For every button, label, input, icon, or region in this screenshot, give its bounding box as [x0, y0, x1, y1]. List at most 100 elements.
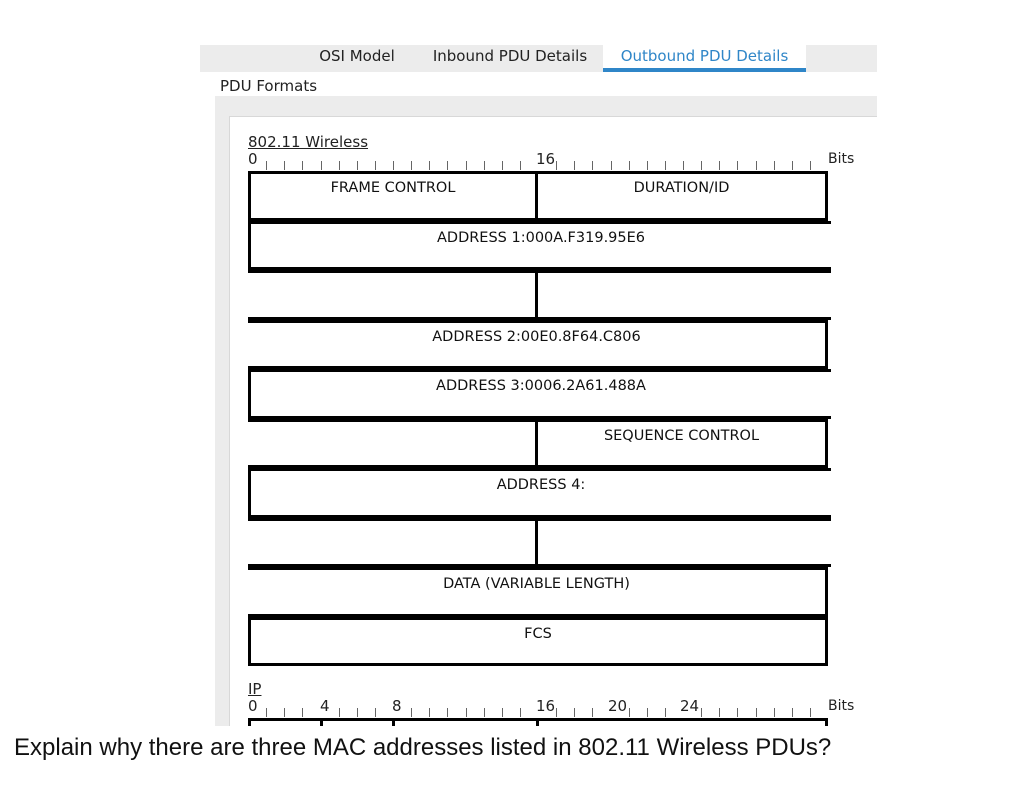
ip-ruler-label-4: 4 — [320, 697, 330, 715]
ruler-tick — [646, 708, 648, 717]
address2-start-field — [535, 270, 831, 320]
ruler-tick — [338, 708, 340, 717]
ruler-tick — [447, 161, 449, 170]
ip-total-length-field — [536, 718, 828, 726]
frame-control-label: FRAME CONTROL — [330, 180, 456, 196]
ip-ruler-label-0: 0 — [248, 697, 258, 715]
wireless-bits-label: Bits — [828, 151, 855, 167]
ip-bits-label: Bits — [828, 698, 855, 714]
ip-ihl-field — [320, 718, 392, 726]
ruler-tick — [755, 161, 757, 170]
ruler-tick — [501, 708, 503, 717]
ruler-tick — [302, 161, 304, 170]
ruler-tick — [791, 708, 793, 717]
ruler-tick — [556, 708, 558, 717]
ruler-tick — [646, 161, 648, 170]
pdu-formats-label: PDU Formats — [220, 77, 318, 95]
ruler-tick — [465, 708, 467, 717]
tab-osi-model[interactable]: OSI Model — [319, 47, 395, 65]
ip-bit-ruler: 0 4 8 16 20 24 — [248, 697, 828, 717]
ruler-tick — [429, 161, 431, 170]
ruler-tick — [755, 708, 757, 717]
ruler-tick — [374, 708, 376, 717]
ip-ruler-label-24: 24 — [680, 697, 700, 715]
ruler-tick — [284, 161, 286, 170]
ruler-tick — [592, 708, 594, 717]
sequence-control-field: SEQUENCE CONTROL — [535, 418, 828, 468]
address4-label: ADDRESS 4: — [496, 477, 586, 493]
address3-field: ADDRESS 3:0006.2A61.488A — [248, 369, 831, 419]
ruler-tick — [628, 708, 630, 717]
address4-continuation-field-right — [535, 517, 831, 567]
ruler-tick — [773, 708, 775, 717]
ruler-tick — [592, 161, 594, 170]
address3-label: ADDRESS 3:0006.2A61.488A — [436, 378, 646, 394]
pdu-row: ADDRESS 1:000A.F319.95E6 — [248, 220, 831, 270]
ruler-tick — [320, 161, 322, 170]
address2-label: ADDRESS 2:00E0.8F64.C806 — [432, 328, 641, 345]
ruler-tick — [719, 708, 721, 717]
ruler-tick — [809, 161, 811, 170]
ruler-tick — [701, 708, 703, 717]
ruler-tick — [737, 161, 739, 170]
address1-continuation-field — [248, 270, 538, 320]
fcs-label: FCS — [524, 625, 552, 642]
wireless-ruler-mid-label: 16 — [536, 150, 556, 168]
ruler-tick — [773, 161, 775, 170]
duration-id-label: DURATION/ID — [633, 180, 730, 196]
pdu-row: FCS — [248, 616, 828, 666]
ruler-tick — [465, 161, 467, 170]
duration-id-field: DURATION/ID — [535, 171, 828, 221]
address2-field: ADDRESS 2:00E0.8F64.C806 — [248, 319, 828, 369]
ruler-tick — [737, 708, 739, 717]
address4-continuation-field — [248, 517, 538, 567]
frame-control-field: FRAME CONTROL — [248, 171, 538, 221]
ip-section-title: IP — [248, 680, 262, 698]
ruler-tick — [266, 708, 268, 717]
ruler-tick — [266, 161, 268, 170]
ruler-tick — [356, 161, 358, 170]
pdu-row — [248, 270, 831, 320]
ruler-tick — [483, 708, 485, 717]
wireless-bit-ruler: 0 16 — [248, 150, 828, 170]
ip-ruler-label-20: 20 — [608, 697, 628, 715]
tab-outbound-pdu-details[interactable]: Outbound PDU Details — [603, 45, 806, 72]
pdu-row: SEQUENCE CONTROL — [248, 418, 828, 468]
ruler-tick — [610, 161, 612, 170]
address3-continuation-field — [248, 418, 538, 468]
pdu-row: ADDRESS 2:00E0.8F64.C806 — [248, 319, 828, 369]
ruler-tick — [574, 708, 576, 717]
ruler-tick — [338, 161, 340, 170]
ruler-tick — [809, 708, 811, 717]
ip-ruler-label-8: 8 — [392, 697, 402, 715]
data-field: DATA (VARIABLE LENGTH) — [248, 567, 828, 617]
ruler-tick — [429, 708, 431, 717]
pdu-row: FRAME CONTROL DURATION/ID — [248, 171, 828, 221]
pdu-row — [248, 517, 831, 567]
data-label: DATA (VARIABLE LENGTH) — [443, 576, 630, 592]
fcs-field: FCS — [248, 616, 828, 666]
ruler-tick — [284, 708, 286, 717]
ruler-tick — [519, 708, 521, 717]
tab-bar-spacer — [200, 45, 302, 72]
ruler-tick — [393, 161, 394, 170]
ruler-tick — [556, 161, 558, 170]
ruler-tick — [356, 708, 358, 717]
ip-ruler-label-16: 16 — [536, 697, 556, 715]
ruler-tick — [683, 161, 684, 170]
ip-version-field — [248, 718, 320, 726]
pdu-row: ADDRESS 3:0006.2A61.488A — [248, 369, 831, 419]
ruler-tick — [628, 161, 630, 170]
ruler-tick — [411, 161, 413, 170]
pdu-row: DATA (VARIABLE LENGTH) — [248, 567, 828, 617]
ruler-tick — [791, 161, 793, 170]
ruler-tick — [302, 708, 304, 717]
wireless-ruler-start-label: 0 — [248, 150, 258, 168]
ruler-tick — [519, 161, 521, 170]
pdu-row: ADDRESS 4: — [248, 468, 831, 518]
ruler-tick — [483, 161, 485, 170]
tab-inbound-pdu-details[interactable]: Inbound PDU Details — [432, 47, 588, 65]
ruler-tick — [719, 161, 721, 170]
ip-pdu-diagram-top — [248, 718, 828, 726]
address1-label: ADDRESS 1:000A.F319.95E6 — [436, 229, 646, 246]
